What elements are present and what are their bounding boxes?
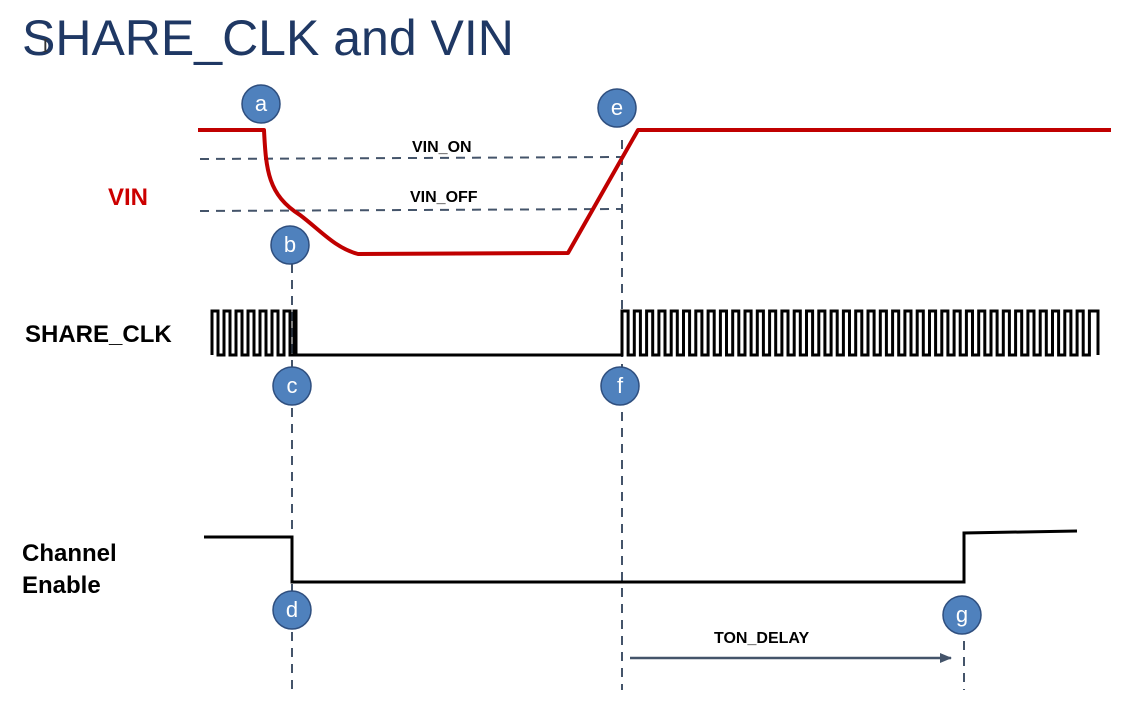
ton-delay-label: TON_DELAY bbox=[714, 630, 809, 647]
svg-text:b: b bbox=[284, 232, 296, 257]
vin-off-label: VIN_OFF bbox=[410, 189, 478, 206]
vin-on-threshold-line bbox=[199, 156, 623, 160]
svg-text:c: c bbox=[287, 373, 298, 398]
svg-text:a: a bbox=[255, 91, 268, 116]
share-clk-trace bbox=[210, 309, 1100, 357]
svg-text:d: d bbox=[286, 597, 298, 622]
channel-enable-label-line2: Enable bbox=[22, 572, 101, 599]
vin-on-label: VIN_ON bbox=[412, 139, 472, 156]
svg-text:g: g bbox=[956, 602, 968, 627]
marker-b: b bbox=[270, 225, 310, 265]
page-title: SHARE_CLK and VIN bbox=[22, 10, 514, 66]
marker-a: a bbox=[241, 84, 281, 124]
svg-text:e: e bbox=[611, 95, 623, 120]
svg-text:f: f bbox=[617, 373, 624, 398]
share-clk-waveform bbox=[210, 309, 1100, 357]
text-cursor-icon: I bbox=[42, 35, 49, 57]
marker-f: f bbox=[600, 366, 640, 406]
channel-enable-waveform bbox=[204, 529, 1078, 584]
share-clk-label: SHARE_CLK bbox=[25, 321, 172, 348]
vin-label: VIN bbox=[108, 184, 148, 211]
marker-g: g bbox=[942, 595, 982, 635]
marker-d: d bbox=[272, 590, 312, 630]
marker-e: e bbox=[597, 88, 637, 128]
vin-off-threshold-line bbox=[199, 208, 623, 212]
vin-waveform bbox=[198, 128, 1111, 256]
channel-enable-label-line1: Channel bbox=[22, 540, 117, 567]
marker-c: c bbox=[272, 366, 312, 406]
